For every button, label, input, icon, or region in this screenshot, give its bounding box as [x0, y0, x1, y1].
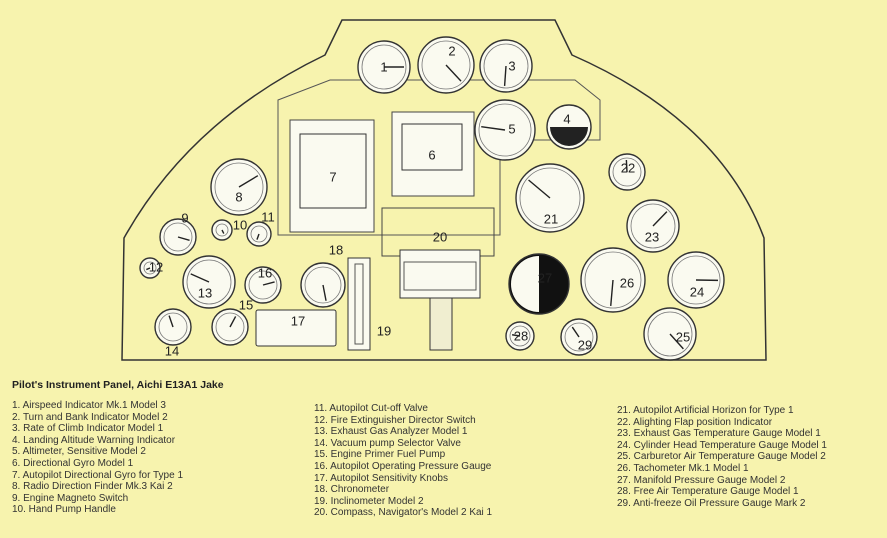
gauge-number-22: 22: [621, 160, 635, 175]
legend-item: 20. Compass, Navigator's Model 2 Kai 1: [314, 507, 493, 519]
gauge-number-19: 19: [377, 323, 391, 338]
gauge-number-27: 27: [538, 270, 552, 285]
gauge-number-15: 15: [239, 297, 253, 312]
legend-column-3: 21. Autopilot Artificial Horizon for Typ…: [617, 405, 827, 509]
center-subpanel: [277, 79, 601, 236]
gauge-number-17: 17: [291, 313, 305, 328]
legend-item: 6. Directional Gyro Model 1: [12, 457, 134, 469]
gauge-number-18: 18: [329, 242, 343, 257]
gauge-24: [667, 251, 725, 309]
gauge-9: [159, 218, 197, 256]
legend-item: 12. Fire Extinguisher Director Switch: [314, 414, 476, 426]
gauge-number-5: 5: [508, 121, 515, 136]
gauge-number-2: 2: [448, 43, 455, 58]
gauge-number-3: 3: [508, 58, 515, 73]
legend-item: 22. Alighting Flap position Indicator: [617, 416, 773, 428]
legend-item: 17. Autopilot Sensitivity Knobs: [314, 472, 448, 484]
gauge-29: [560, 318, 598, 356]
legend-item: 2. Turn and Bank Indicator Model 2: [12, 411, 168, 423]
gauge-23: [626, 199, 680, 253]
gauge-number-12: 12: [149, 259, 163, 274]
legend-item: 19. Inclinometer Model 2: [314, 495, 424, 507]
gauge-28: [505, 321, 535, 351]
legend-item: 13. Exhaust Gas Analyzer Model 1: [314, 426, 468, 438]
gauge-11: [246, 221, 272, 247]
gauge-15: [211, 308, 249, 346]
gauge-12: [139, 257, 161, 279]
legend-item: 1. Airspeed Indicator Mk.1 Model 3: [12, 400, 166, 411]
legend-item: 21. Autopilot Artificial Horizon for Typ…: [617, 405, 794, 416]
gauge-5: [474, 99, 536, 161]
legend-item: 18. Chronometer: [314, 484, 390, 496]
gauge-number-25: 25: [676, 329, 690, 344]
gauge-8: [210, 158, 268, 216]
legend-item: 5. Altimeter, Sensitive Model 2: [12, 446, 146, 458]
gauge-16: [244, 266, 282, 304]
legend-item: 14. Vacuum pump Selector Valve: [314, 437, 461, 449]
legend-item: 4. Landing Altitude Warning Indicator: [12, 434, 176, 446]
gauge-number-16: 16: [258, 265, 272, 280]
gauge-4: [546, 104, 592, 150]
compass-housing: [381, 207, 495, 351]
gauge-1: [357, 40, 411, 94]
gauge-25: [643, 307, 697, 361]
gauge-number-24: 24: [690, 284, 704, 299]
gauge-14: [154, 308, 192, 346]
gauge-26: [580, 247, 646, 313]
gauge-number-1: 1: [380, 59, 387, 74]
legend-item: 15. Engine Primer Fuel Pump: [314, 449, 446, 461]
gauge-number-11: 11: [261, 209, 275, 224]
gauge-number-14: 14: [165, 343, 179, 358]
gauge-number-20: 20: [433, 229, 447, 244]
gauge-13: [182, 255, 236, 309]
legend-item: 9. Engine Magneto Switch: [12, 492, 129, 504]
legend-item: 3. Rate of Climb Indicator Model 1: [12, 423, 164, 435]
gauge-number-28: 28: [514, 328, 528, 343]
gauge-6: [401, 123, 463, 171]
gauge-number-6: 6: [428, 147, 435, 162]
gauge-number-23: 23: [645, 229, 659, 244]
gauge-10: [211, 219, 233, 241]
legend-item: 29. Anti-freeze Oil Pressure Gauge Mark …: [617, 497, 806, 509]
gauge-number-21: 21: [544, 211, 558, 226]
legend-item: 7. Autopilot Directional Gyro for Type 1: [12, 469, 184, 481]
legend-item: 16. Autopilot Operating Pressure Gauge: [314, 460, 492, 472]
gauge-18: [300, 262, 346, 308]
legend-item: 23. Exhaust Gas Temperature Gauge Model …: [617, 428, 821, 440]
gauge-2: [417, 36, 475, 94]
gauge-3: [479, 39, 533, 93]
legend-item: 28. Free Air Temperature Gauge Model 1: [617, 486, 799, 498]
gauge-number-8: 8: [235, 189, 242, 204]
legend-item: 25. Carburetor Air Temperature Gauge Mod…: [617, 451, 826, 463]
sensitivity-knob-box: [255, 309, 337, 347]
legend-item: 27. Manifold Pressure Gauge Model 2: [617, 474, 786, 486]
gauge-7: [299, 133, 367, 209]
legend-item: 11. Autopilot Cut-off Valve: [314, 403, 428, 414]
gauge-number-10: 10: [233, 217, 247, 232]
gauge-21: [515, 163, 585, 233]
legend-item: 26. Tachometer Mk.1 Model 1: [617, 462, 749, 474]
legend-item: 10. Hand Pump Handle: [12, 504, 116, 516]
legend-item: 8. Radio Direction Finder Mk.3 Kai 2: [12, 481, 173, 493]
gauge-number-7: 7: [329, 169, 336, 184]
diagram-title: Pilot's Instrument Panel, Aichi E13A1 Ja…: [12, 379, 224, 391]
inclinometer-frame: [347, 257, 371, 351]
gauge-number-13: 13: [198, 285, 212, 300]
gauge-number-26: 26: [620, 275, 634, 290]
legend-item: 24. Cylinder Head Temperature Gauge Mode…: [617, 439, 827, 451]
gauge-number-4: 4: [563, 111, 570, 126]
gauge-27: [508, 253, 570, 315]
gauge-number-29: 29: [578, 337, 592, 352]
gauge-number-9: 9: [181, 210, 188, 225]
gauge-22: [608, 153, 646, 191]
